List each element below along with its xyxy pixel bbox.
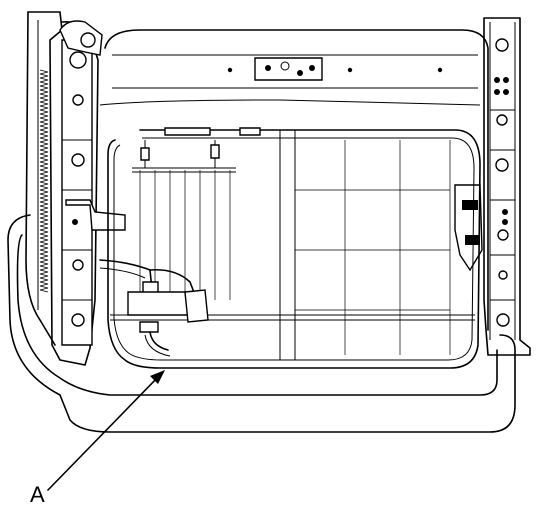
seat-frame-outline xyxy=(99,29,489,331)
wiring-harness xyxy=(99,259,209,357)
top-center-bracket xyxy=(227,57,443,81)
left-seat-rail xyxy=(25,11,126,366)
spring-grid xyxy=(110,130,475,360)
seat-cushion-outline xyxy=(7,214,516,433)
right-seat-rail xyxy=(454,17,531,356)
callout-label-a: A xyxy=(30,482,45,507)
inner-seat-frame xyxy=(107,127,481,369)
callout-leader xyxy=(47,370,165,491)
